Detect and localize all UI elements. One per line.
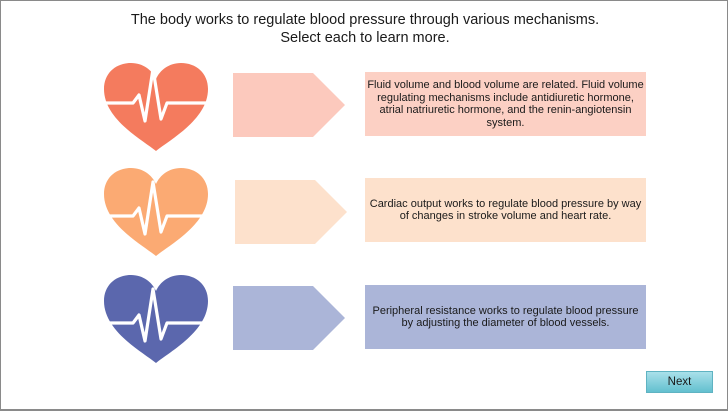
fluid-volume-arrow[interactable] [233,73,345,137]
header-line-1: The body works to regulate blood pressur… [130,12,600,28]
next-button-label: Next [667,376,692,388]
next-button[interactable]: Next [646,371,713,393]
header-line-2: Select each to learn more. [280,30,450,46]
cardiac-output-heart-icon[interactable] [101,166,211,258]
peripheral-resistance-info-box: Peripheral resistance works to regulate … [365,285,646,349]
cardiac-output-info-box: Cardiac output works to regulate blood p… [365,178,646,242]
fluid-volume-heart-icon[interactable] [101,61,211,153]
slide-header: The body works to regulate blood pressur… [1,11,728,47]
peripheral-resistance-arrow[interactable] [233,286,345,350]
peripheral-resistance-info-text: Peripheral resistance works to regulate … [372,304,639,330]
peripheral-resistance-heart-icon[interactable] [101,273,211,365]
fluid-volume-info-box: Fluid volume and blood volume are relate… [365,72,646,136]
cardiac-output-arrow[interactable] [235,180,347,244]
fluid-volume-info-text: Fluid volume and blood volume are relate… [367,79,644,129]
cardiac-output-info-text: Cardiac output works to regulate blood p… [369,197,642,223]
